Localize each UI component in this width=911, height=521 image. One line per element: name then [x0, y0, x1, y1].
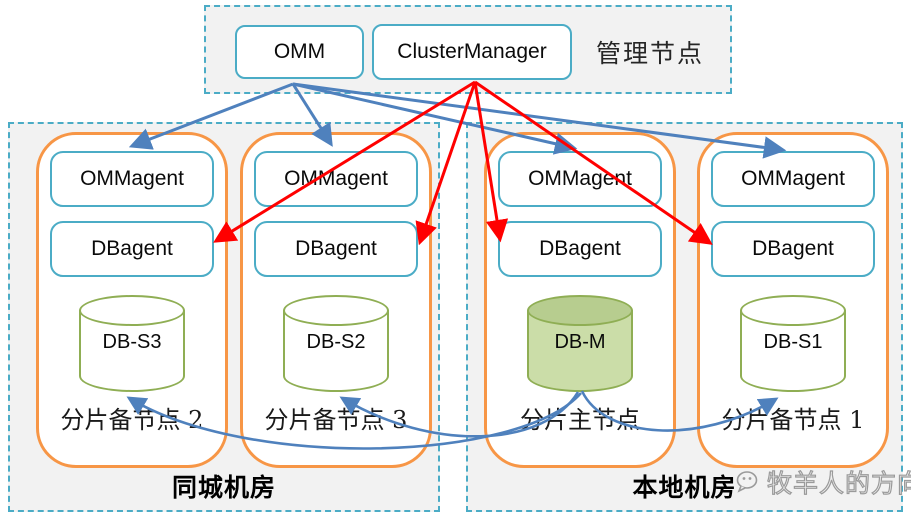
dbagent-box: DBagent — [711, 221, 875, 277]
node-role-label: 分片备节点 1 — [721, 406, 865, 434]
ommagent-label: OMMagent — [741, 167, 845, 190]
dbagent-box: DBagent — [254, 221, 418, 277]
database-cylinder-db-s2: DB-S2 — [283, 295, 389, 392]
ommagent-box: OMMagent — [50, 151, 214, 207]
ommagent-label: OMMagent — [284, 167, 388, 190]
ommagent-box: OMMagent — [498, 151, 662, 207]
shard-node-card-master: OMMagent DBagent DB-M 分片主节点 — [484, 132, 676, 468]
watermark-text: 牧羊人的方向 — [766, 468, 911, 498]
management-region-title: 管理节点 — [596, 39, 705, 68]
database-name: DB-S2 — [306, 331, 366, 353]
node-role-label: 分片主节点 — [520, 406, 640, 434]
ommagent-box: OMMagent — [711, 151, 875, 207]
cylinder-top — [283, 295, 389, 326]
cylinder-top — [740, 295, 846, 326]
dbagent-label: DBagent — [752, 237, 834, 260]
database-name: DB-S3 — [102, 331, 162, 353]
node-role-label: 分片备节点 2 — [60, 406, 204, 434]
shard-node-card-standby-3: OMMagent DBagent DB-S2 分片备节点 3 — [240, 132, 432, 468]
ommagent-label: OMMagent — [80, 167, 184, 190]
cylinder-top — [79, 295, 185, 326]
shard-node-card-standby-1: OMMagent DBagent DB-S1 分片备节点 1 — [697, 132, 889, 468]
wechat-icon — [736, 471, 758, 493]
shard-node-card-standby-2: OMMagent DBagent DB-S3 分片备节点 2 — [36, 132, 228, 468]
ommagent-box: OMMagent — [254, 151, 418, 207]
dbagent-label: DBagent — [91, 237, 173, 260]
database-cylinder-db-s3: DB-S3 — [79, 295, 185, 392]
cluster-manager-label: ClusterManager — [397, 40, 547, 63]
database-name: DB-S1 — [763, 331, 823, 353]
node-role-label: 分片备节点 3 — [264, 406, 408, 434]
database-cylinder-db-s1: DB-S1 — [740, 295, 846, 392]
watermark: 牧羊人的方向 — [735, 464, 911, 500]
database-cylinder-db-m: DB-M — [527, 295, 633, 392]
dbagent-box: DBagent — [50, 221, 214, 277]
ommagent-label: OMMagent — [528, 167, 632, 190]
database-name: DB-M — [554, 331, 606, 353]
cylinder-top — [527, 295, 633, 326]
cluster-manager-box: ClusterManager — [372, 24, 572, 80]
omm-box: OMM — [235, 25, 364, 79]
dbagent-box: DBagent — [498, 221, 662, 277]
local-room-label: 本地机房 — [632, 474, 737, 502]
dbagent-label: DBagent — [295, 237, 377, 260]
dbagent-label: DBagent — [539, 237, 621, 260]
same-city-room-label: 同城机房 — [171, 474, 276, 502]
omm-label: OMM — [273, 40, 326, 63]
